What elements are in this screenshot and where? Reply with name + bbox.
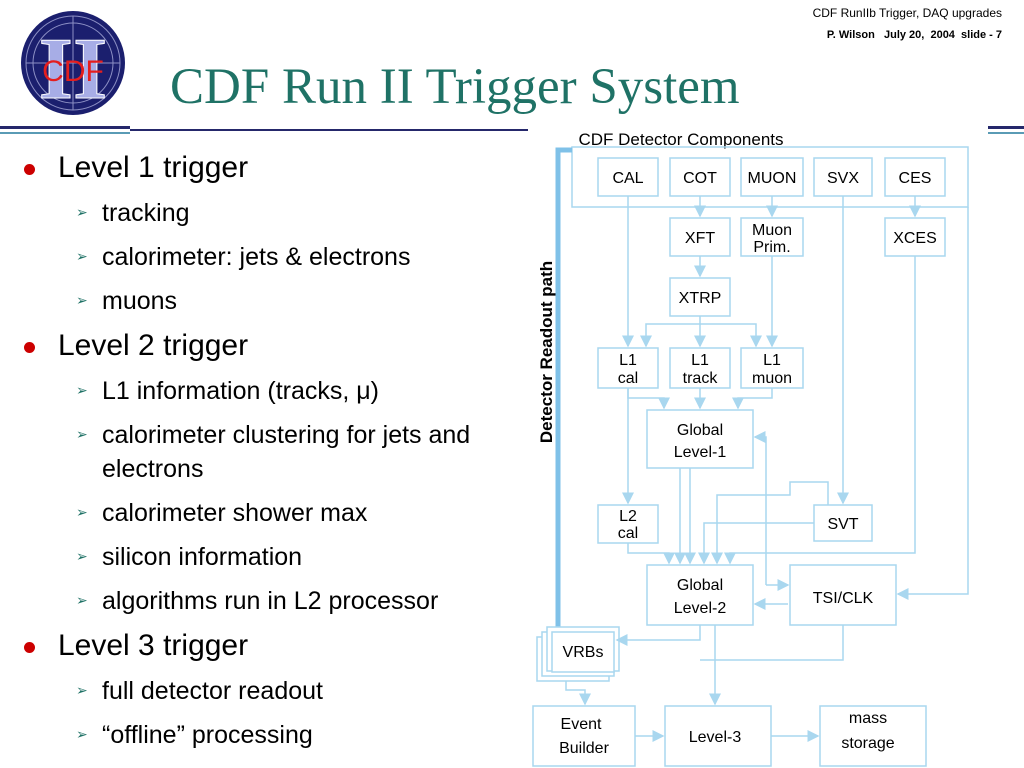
arrow-icon: ➢ — [76, 727, 88, 743]
svg-text:Prim.: Prim. — [753, 239, 790, 256]
box-cot: COT — [669, 157, 731, 197]
box-ces: CES — [884, 157, 946, 197]
box-svx: SVX — [813, 157, 873, 197]
svg-text:Level-2: Level-2 — [674, 600, 727, 617]
svg-text:CAL: CAL — [612, 170, 643, 187]
bullet-level1: Level 1 trigger — [18, 150, 518, 186]
box-svt: SVT — [813, 504, 873, 542]
sub-bullet: ➢tracking — [18, 196, 518, 230]
box-xft: XFT — [669, 217, 731, 257]
svg-text:track: track — [683, 370, 719, 387]
bullet-dot — [24, 342, 35, 353]
arrow-icon: ➢ — [76, 593, 88, 609]
cdf-logo: II CDF — [21, 11, 125, 118]
arrow-icon: ➢ — [76, 505, 88, 521]
svg-text:mass: mass — [849, 710, 887, 727]
svg-text:SVT: SVT — [827, 516, 858, 533]
svg-text:Builder: Builder — [559, 740, 609, 757]
bullet-dot — [24, 642, 35, 653]
box-mass-storage: mass storage — [819, 705, 927, 767]
svg-text:L1: L1 — [691, 352, 709, 369]
arrow-icon: ➢ — [76, 549, 88, 565]
svg-text:Level-1: Level-1 — [674, 444, 727, 461]
bullet-dot — [24, 164, 35, 175]
sub-bullet: ➢full detector readout — [18, 674, 518, 708]
components-title: CDF Detector Components — [578, 130, 783, 149]
header-subline: P. Wilson July 20, 2004 slide - 7 — [826, 29, 1002, 41]
arrow-icon: ➢ — [76, 683, 88, 699]
svg-text:L2: L2 — [619, 508, 637, 525]
title-rule-right — [988, 126, 1024, 129]
box-muon: MUON — [740, 157, 804, 197]
arrow-icon: ➢ — [76, 249, 88, 265]
connectors — [565, 196, 969, 742]
svg-text:XCES: XCES — [893, 230, 937, 247]
box-level3: Level-3 — [664, 705, 772, 767]
svg-text:TSI/CLK: TSI/CLK — [813, 590, 874, 607]
readout-path-label: Detector Readout path — [537, 261, 556, 443]
title-rule-right-light — [988, 132, 1024, 134]
sub-bullet: ➢muons — [18, 284, 518, 318]
sub-bullet: ➢algorithms run in L2 processor — [18, 584, 518, 618]
svg-text:XTRP: XTRP — [679, 290, 722, 307]
sub-bullet: ➢silicon information — [18, 540, 518, 574]
arrow-icon: ➢ — [76, 205, 88, 221]
readout-path-line — [555, 147, 572, 667]
arrow-icon: ➢ — [76, 293, 88, 309]
header-topline: CDF RunIIb Trigger, DAQ upgrades — [812, 6, 1002, 20]
sub-bullet: ➢“offline” processing — [18, 718, 518, 752]
box-vrbs: VRBs — [536, 626, 620, 682]
svg-text:XFT: XFT — [685, 230, 715, 247]
svg-text:Event: Event — [561, 716, 602, 733]
sub-bullet: ➢calorimeter clustering for jets and ele… — [18, 418, 518, 486]
svg-text:storage: storage — [841, 735, 894, 752]
bullet-level3: Level 3 trigger — [18, 628, 518, 664]
box-tsi-clk: TSI/CLK — [789, 564, 897, 626]
slide-title: CDF Run II Trigger System — [170, 59, 740, 115]
arrow-icon: ➢ — [76, 383, 88, 399]
svg-text:Level-3: Level-3 — [689, 729, 742, 746]
sub-bullet: ➢calorimeter: jets & electrons — [18, 240, 518, 274]
arrow-icon: ➢ — [76, 427, 88, 443]
bullet-level2: Level 2 trigger — [18, 328, 518, 364]
title-rule-left — [0, 126, 130, 129]
svg-text:L1: L1 — [763, 352, 781, 369]
svg-text:Global: Global — [677, 422, 723, 439]
sub-bullet: ➢calorimeter shower max — [18, 496, 518, 530]
svg-text:muon: muon — [752, 370, 792, 387]
bullet-list: Level 1 trigger ➢tracking ➢calorimeter: … — [18, 150, 518, 762]
title-rule-left-light — [0, 132, 130, 134]
logo-text: CDF — [42, 55, 104, 88]
box-xtrp: XTRP — [669, 277, 731, 317]
svg-text:L1: L1 — [619, 352, 637, 369]
svg-text:cal: cal — [618, 525, 638, 542]
box-cal: CAL — [597, 157, 659, 197]
logo-numeral: II — [39, 21, 108, 118]
box-xces: XCES — [884, 217, 946, 257]
title-rule-mid — [130, 129, 528, 131]
svg-text:CES: CES — [899, 170, 932, 187]
sub-bullet: ➢L1 information (tracks, μ) — [18, 374, 518, 408]
svg-text:MUON: MUON — [748, 170, 797, 187]
svg-text:SVX: SVX — [827, 170, 859, 187]
svg-text:COT: COT — [683, 170, 717, 187]
svg-text:Muon: Muon — [752, 222, 792, 239]
svg-text:VRBs: VRBs — [563, 644, 604, 661]
svg-text:cal: cal — [618, 370, 638, 387]
svg-text:Global: Global — [677, 577, 723, 594]
